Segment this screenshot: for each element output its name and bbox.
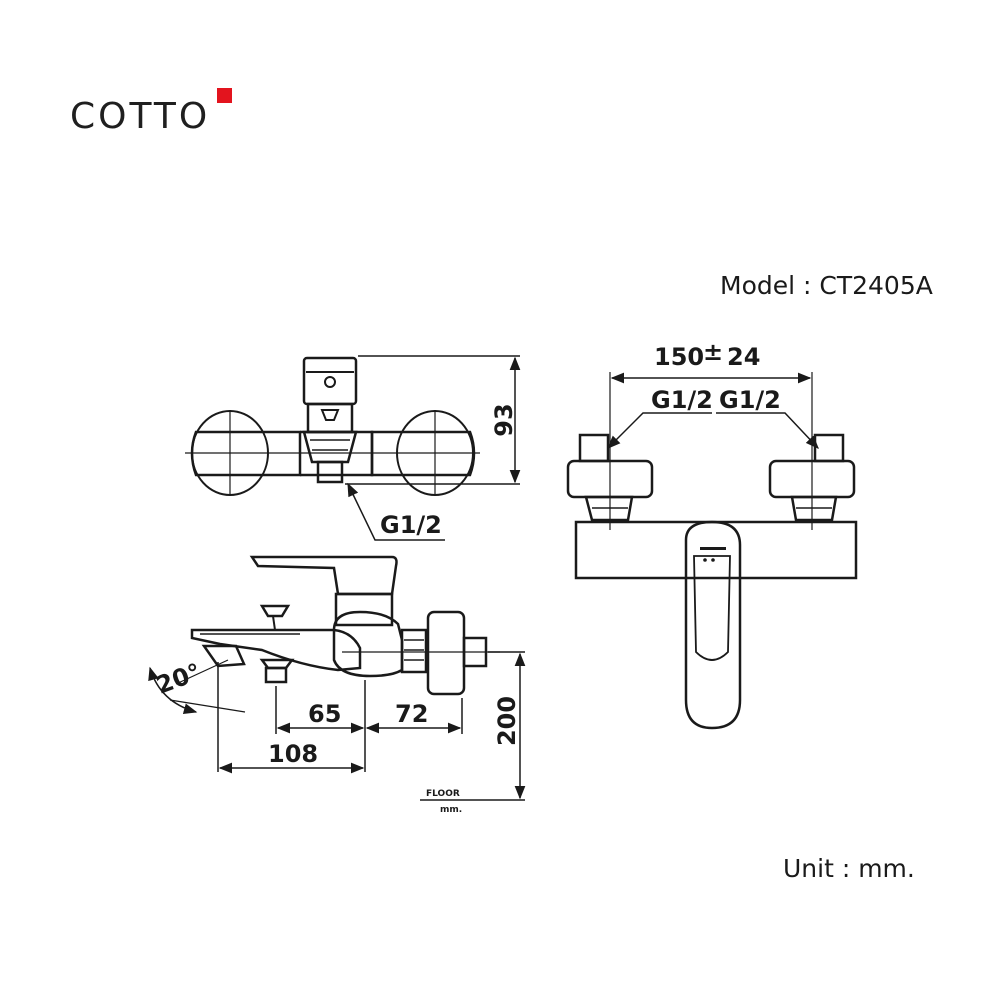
side-view-cartridge: [334, 592, 394, 627]
front-view-lever: [684, 520, 742, 730]
front-tolerance-sign: ±: [703, 338, 723, 366]
front-view-right-connector: [790, 495, 838, 522]
side-height-label: 200: [493, 696, 521, 746]
unit-label: Unit : mm.: [783, 854, 915, 883]
top-view-cartridge: [306, 402, 354, 434]
front-span-label: 150: [654, 343, 704, 371]
top-view-centerlines: [185, 410, 480, 495]
front-view-indicator-icon: [700, 547, 726, 562]
side-65-label: 65: [308, 700, 341, 728]
model-label: Model : CT2405A: [720, 271, 933, 300]
side-view-flange: [426, 610, 466, 696]
side-view-connector: [400, 628, 428, 674]
front-view-right-nut-top: [813, 433, 845, 463]
top-inlet-label: G1/2: [380, 511, 442, 539]
top-view: [190, 356, 476, 496]
side-108-label: 108: [268, 740, 318, 768]
front-inlet-right-label: G1/2: [719, 386, 781, 414]
brand-logo: COTTO: [70, 96, 211, 137]
front-tolerance-label: 24: [727, 343, 760, 371]
side-view-aerator: [201, 644, 246, 668]
front-inlet-left-label: G1/2: [651, 386, 713, 414]
side-view-lever: [249, 555, 398, 596]
front-view: [566, 433, 858, 730]
side-view: [190, 555, 488, 696]
side-view-spout: [190, 628, 362, 672]
floor-label: FLOOR: [426, 789, 460, 799]
top-view-lever-hole-icon: [324, 376, 336, 388]
front-view-left-nut-top: [578, 433, 610, 463]
side-angle-label: 20°: [152, 658, 204, 700]
top-view-outlet: [316, 460, 344, 484]
side-72-label: 72: [395, 700, 428, 728]
brand-logo-square-icon: [217, 88, 232, 103]
side-view-diverter-outlet: [264, 666, 288, 684]
side-view-dimensions: [148, 651, 526, 801]
top-view-lever: [302, 356, 358, 406]
top-height-label: 93: [490, 403, 518, 436]
front-view-left-connector: [584, 495, 634, 522]
top-view-height-dimension: [345, 355, 521, 485]
side-view-diverter-knob: [259, 604, 291, 618]
floor-unit-label: mm.: [440, 805, 462, 815]
